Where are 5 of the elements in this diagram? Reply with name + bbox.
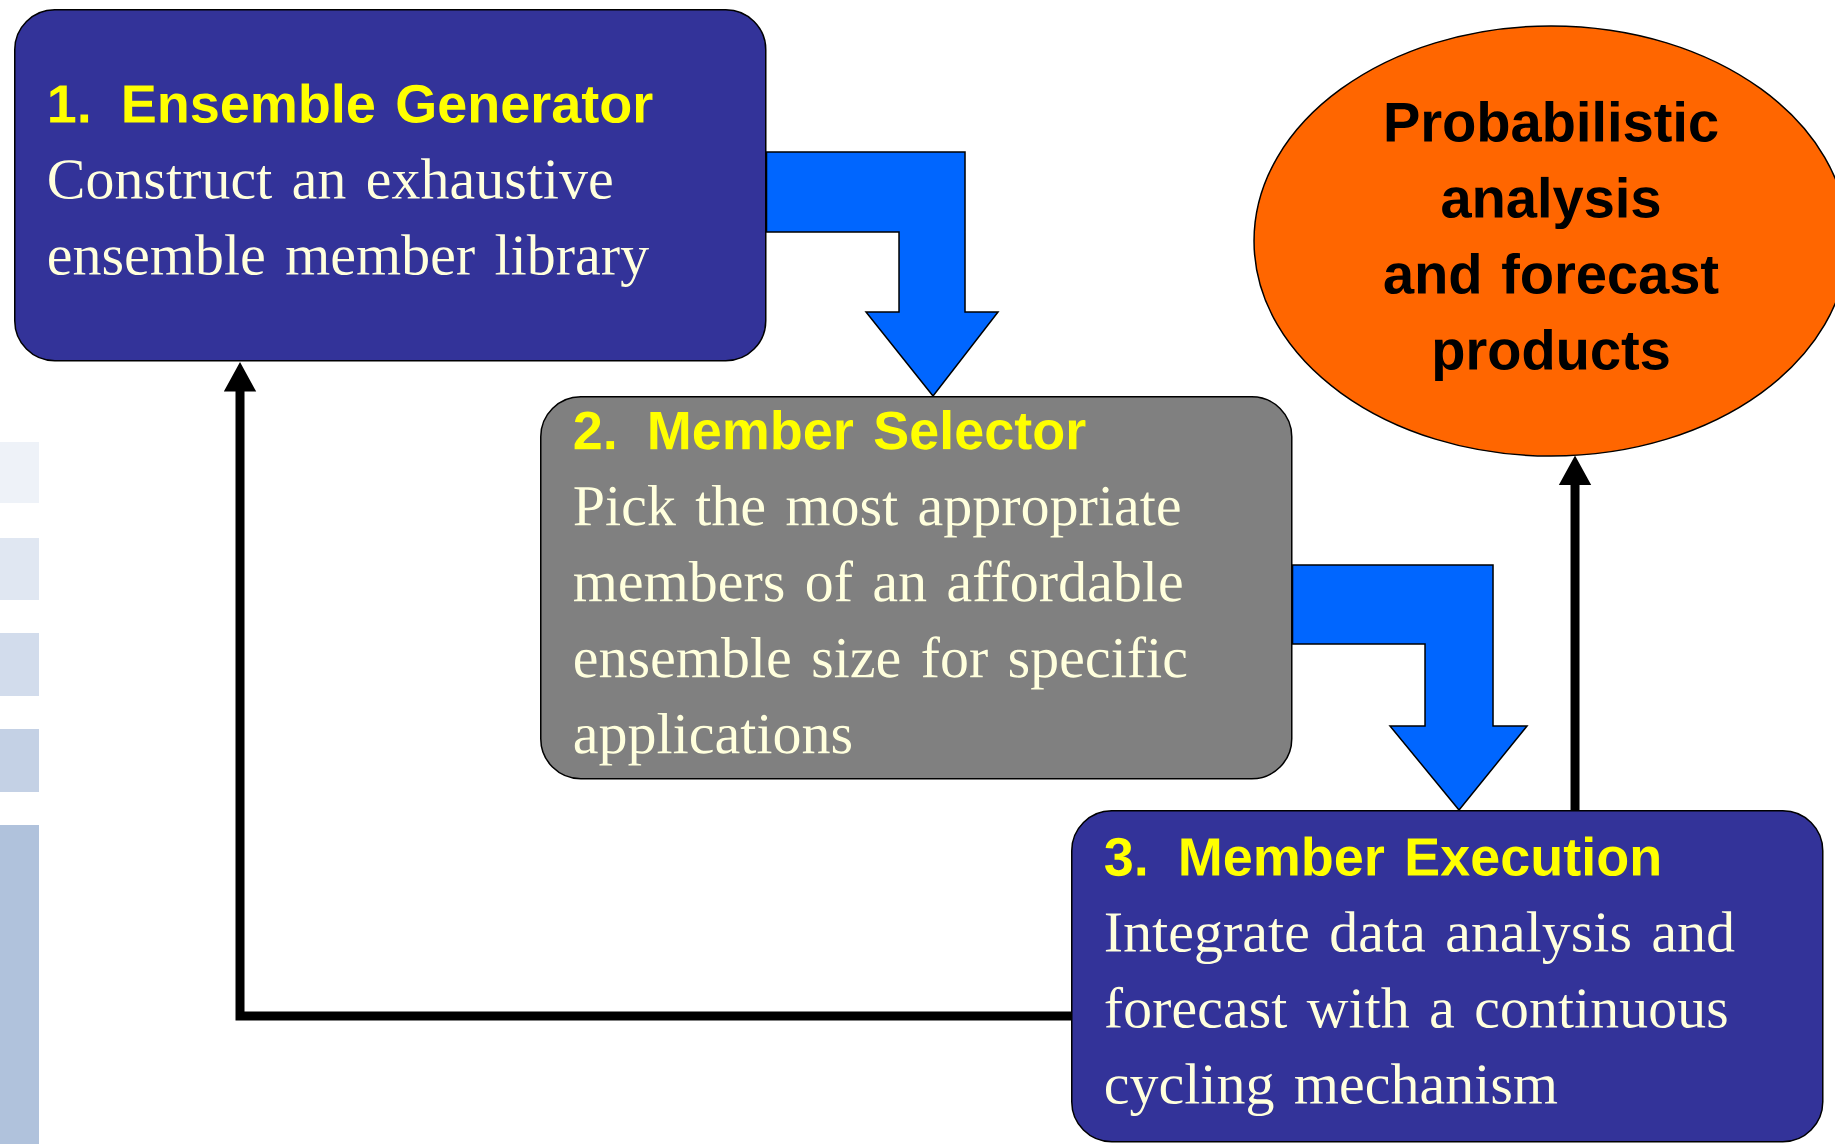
block-arrow (1291, 564, 1529, 812)
process-box: 2. Member Selector Pick the most appropriate members of an affordable ensemble size for specific applications (540, 396, 1293, 780)
process-box: 3. Member Execution Integrate data analysis and forecast with a continuous cycling mechanism (1071, 810, 1824, 1143)
block-arrow (765, 151, 1000, 398)
process-box: 1. Ensemble Generator Construct an exhaustive ensemble member library (14, 9, 767, 362)
